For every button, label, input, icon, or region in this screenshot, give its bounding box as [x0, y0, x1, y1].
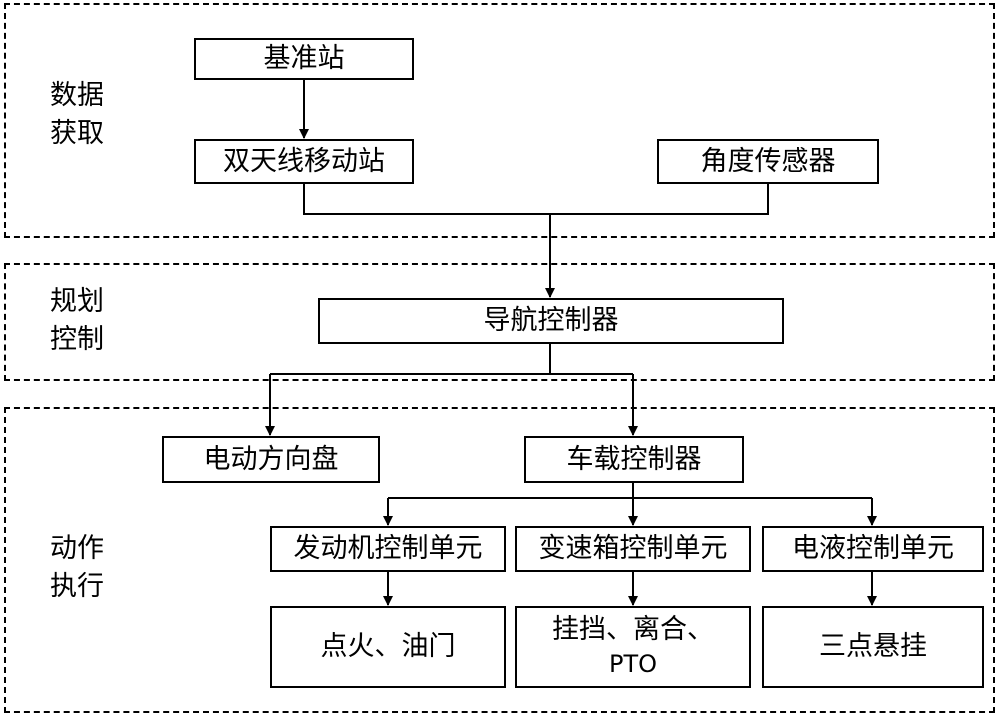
group-label-line: 执行: [50, 571, 104, 602]
node-label: 变速箱控制单元: [538, 533, 728, 564]
node-engine-control-unit: 发动机控制单元: [270, 526, 506, 572]
node-transmission-control-unit: 变速箱控制单元: [515, 526, 751, 572]
node-label: 导航控制器: [483, 305, 619, 336]
node-label: 电动方向盘: [203, 443, 339, 475]
node-label: 双天线移动站: [223, 145, 385, 177]
node-label: 点火、油门: [320, 631, 456, 662]
group-label-line: 规划: [50, 286, 104, 317]
node-three-point-hitch: 三点悬挂: [762, 606, 984, 688]
node-label-line: PTO: [608, 650, 658, 678]
edge-rover-sensor-merge: [303, 184, 769, 215]
node-label: 电液控制单元: [792, 533, 954, 564]
node-label: 角度传感器: [700, 145, 836, 177]
group-label-action-execution: 动作 执行: [50, 530, 104, 606]
node-dual-antenna-rover: 双天线移动站: [194, 139, 414, 184]
node-electric-steering: 电动方向盘: [162, 436, 380, 483]
group-label-line: 获取: [50, 118, 104, 149]
node-label-line: 挂挡、离合、: [552, 614, 714, 645]
group-label-line: 数据: [50, 80, 104, 111]
group-label-line: 动作: [50, 533, 104, 564]
node-base-station: 基准站: [194, 38, 414, 80]
node-label: 发动机控制单元: [293, 533, 483, 564]
node-label: 基准站: [263, 43, 345, 74]
node-vehicle-controller: 车载控制器: [524, 436, 744, 483]
group-label-planning-control: 规划 控制: [50, 283, 104, 359]
node-hydraulic-control-unit: 电液控制单元: [762, 526, 984, 572]
group-data-acquisition: [4, 3, 995, 238]
group-label-line: 控制: [50, 324, 104, 355]
group-planning-control: [4, 263, 995, 381]
node-label: 车载控制器: [566, 443, 702, 475]
node-label: 三点悬挂: [819, 631, 927, 662]
group-action-execution: [4, 407, 995, 713]
group-label-data-acquisition: 数据 获取: [50, 77, 104, 153]
node-angle-sensor: 角度传感器: [657, 139, 879, 184]
node-gear-clutch-pto: 挂挡、离合、 PTO: [515, 606, 751, 688]
node-nav-controller: 导航控制器: [318, 298, 784, 344]
node-ignition-throttle: 点火、油门: [270, 606, 506, 688]
